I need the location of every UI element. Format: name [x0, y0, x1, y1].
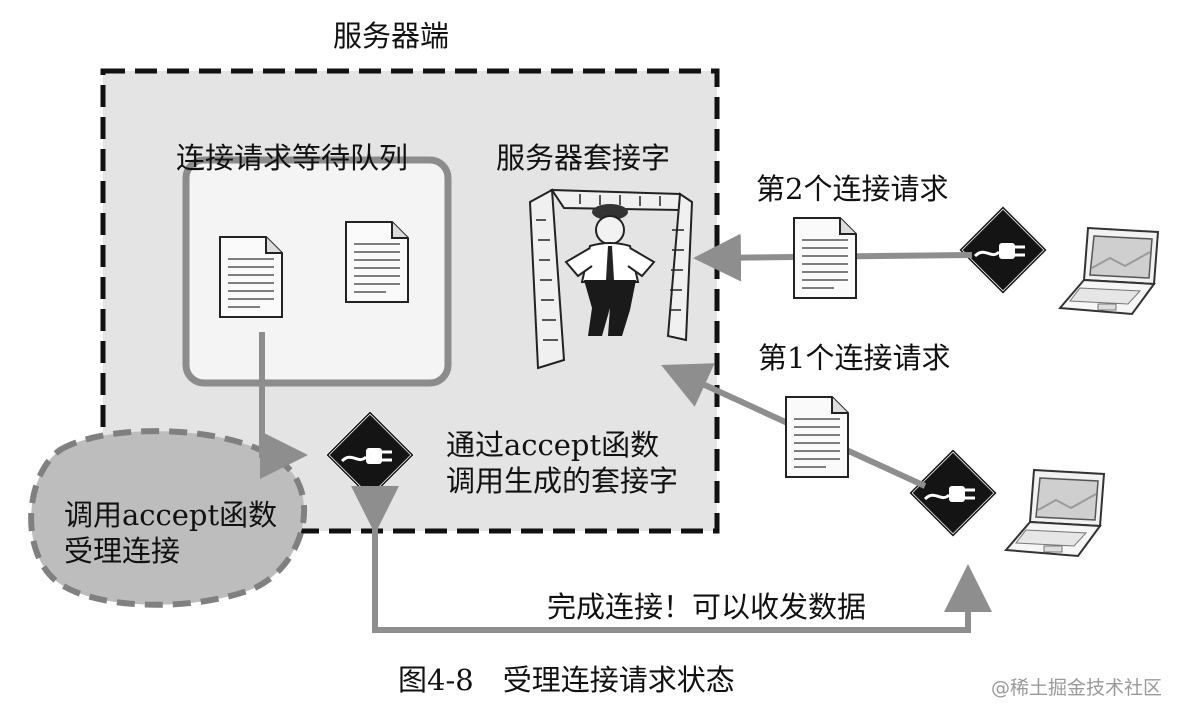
connection-arrow — [351, 486, 992, 633]
accept-call-label-line1: 调用accept函数 — [64, 498, 278, 532]
queue-to-socket-arrow — [259, 332, 308, 479]
figure-caption: 图4-8 受理连接请求状态 — [398, 663, 735, 697]
doorman-icon — [528, 188, 694, 370]
accept-socket-label-line1: 通过accept函数 — [446, 428, 660, 462]
laptop-icon — [1005, 469, 1105, 557]
plug-icon — [909, 449, 997, 537]
document-icon — [785, 396, 849, 478]
laptop-icon — [1059, 227, 1159, 315]
connected-label: 完成连接！可以收发数据 — [547, 590, 867, 624]
queue-box — [182, 156, 452, 387]
watermark: @稀土掘金技术社区 — [990, 677, 1162, 699]
queue-label: 连接请求等待队列 — [176, 141, 409, 175]
document-icon — [219, 236, 283, 318]
accept-call-label-line2: 受理连接 — [64, 534, 181, 568]
document-icon — [345, 221, 409, 303]
document-icon — [793, 217, 857, 299]
server-side-label: 服务器端 — [333, 19, 450, 53]
request-2-label: 第2个连接请求 — [756, 172, 949, 206]
request-1-label: 第1个连接请求 — [758, 341, 951, 375]
accept-bubble — [28, 428, 308, 608]
accept-socket-label-line2: 调用生成的套接字 — [446, 464, 679, 498]
plug-icon — [959, 206, 1047, 294]
server-socket-label: 服务器套接字 — [496, 141, 671, 175]
